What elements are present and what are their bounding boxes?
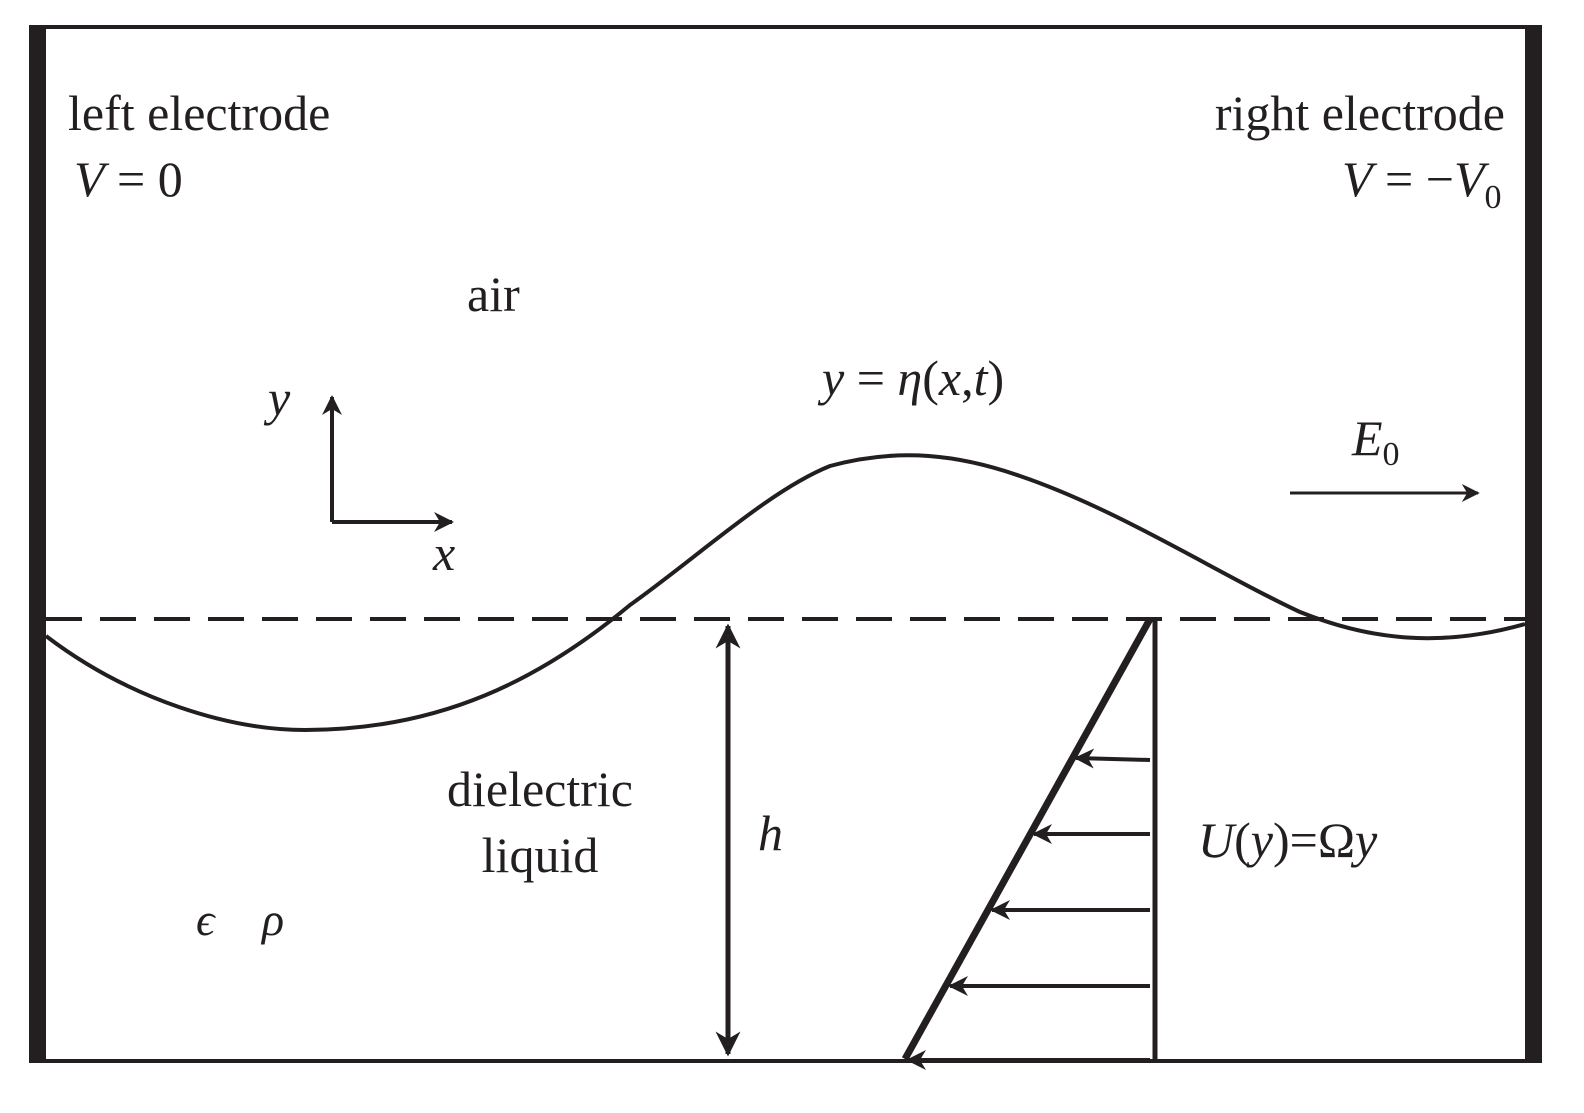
- left-electrode-label: left electrode: [68, 85, 330, 141]
- field-label: E0: [1351, 410, 1400, 473]
- interface-curve: [44, 453, 1526, 733]
- interface-equation: y = η(x,t): [817, 350, 1004, 406]
- y-axis-label: y: [263, 370, 291, 426]
- left-voltage-label: V = 0: [74, 151, 183, 207]
- x-axis-label: x: [432, 525, 455, 581]
- rho-symbol: ρ: [260, 894, 284, 945]
- right-electrode-plate: [1525, 25, 1542, 1063]
- right-voltage-label: V = −V0: [1342, 151, 1502, 216]
- shear-flow-label: U(y)=Ωy: [1198, 812, 1378, 868]
- epsilon-symbol: ϵ: [196, 894, 217, 945]
- right-electrode-label: right electrode: [1215, 85, 1505, 141]
- profile-velocity-line: [901, 617, 1154, 1061]
- left-electrode-plate: [29, 25, 46, 1063]
- dielectric-label-line2: liquid: [482, 827, 599, 883]
- air-label: air: [467, 266, 520, 322]
- dielectric-label-line1: dielectric: [447, 761, 633, 817]
- depth-label: h: [758, 805, 783, 861]
- velocity-arrow: [1074, 748, 1151, 769]
